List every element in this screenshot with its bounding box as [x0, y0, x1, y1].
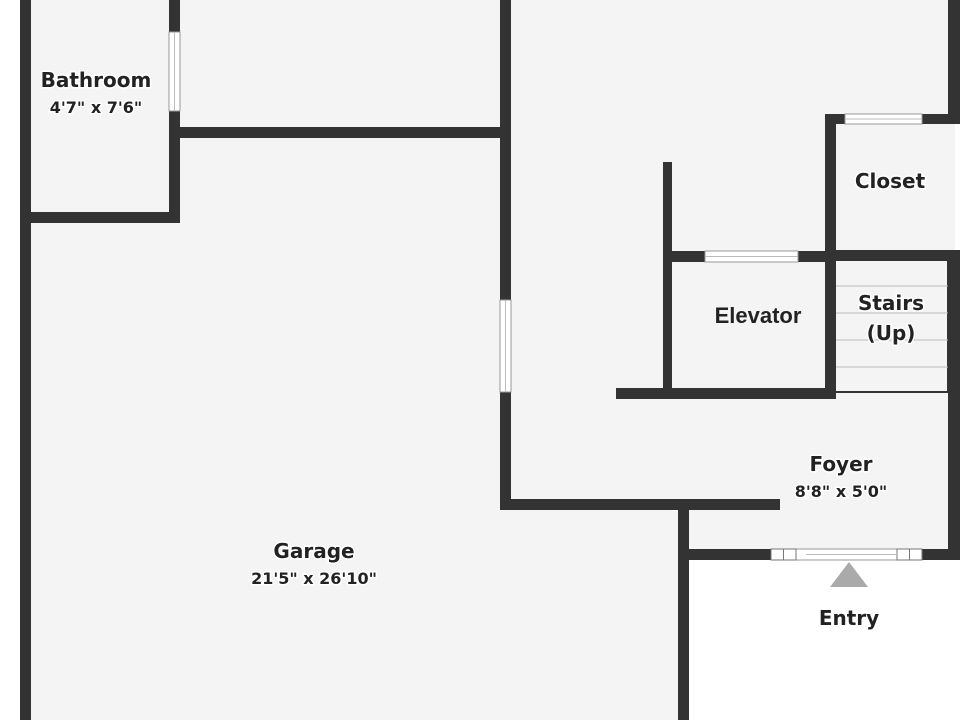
floor-entry-outside: [685, 553, 960, 720]
entry-name: Entry: [819, 606, 879, 630]
room-labels: Bathroom 4'7" x 7'6" Closet Elevator Sta…: [39, 67, 927, 632]
entry-door: [770, 548, 923, 561]
window-closet: [844, 113, 923, 125]
foyer-dims: 8'8" x 5'0": [795, 482, 887, 501]
window-bathroom: [168, 31, 181, 112]
garage-name: Garage: [273, 539, 354, 563]
walls: [20, 0, 960, 720]
wall-foyer-bottom: [500, 499, 780, 510]
wall-entry-left: [678, 499, 689, 720]
triangle-up-icon: [830, 562, 868, 587]
wall-garage-right-lower: [500, 392, 511, 510]
wall-elevator-left: [663, 162, 672, 399]
wall-garage-top: [169, 127, 511, 138]
wall-closet-bottom: [825, 250, 960, 261]
stairs: [836, 260, 950, 393]
floors: [20, 0, 960, 720]
floor-left: [20, 0, 685, 720]
wall-outer-right: [948, 0, 960, 120]
elevator-door: [704, 250, 799, 263]
wall-closet-top-right: [922, 114, 960, 124]
wall-elevator-bottom: [616, 388, 836, 399]
window-garage: [499, 299, 512, 393]
stairs-name: Stairs: [858, 291, 924, 315]
garage-dims: 21'5" x 26'10": [251, 569, 377, 588]
closet-name: Closet: [855, 169, 926, 193]
wall-entry-top-right: [922, 549, 960, 560]
wall-bathroom-bottom: [20, 212, 180, 223]
bathroom-name: Bathroom: [41, 68, 152, 92]
wall-garage-right-upper: [500, 0, 511, 300]
wall-outer-right-lower: [948, 250, 960, 560]
foyer-name: Foyer: [809, 452, 872, 476]
windows: [168, 31, 923, 561]
stairs-direction: (Up): [867, 321, 916, 345]
wall-closet-top-left: [825, 114, 845, 124]
bathroom-dims: 4'7" x 7'6": [50, 98, 142, 117]
floor-right: [685, 0, 955, 553]
wall-entry-top-left: [678, 549, 771, 560]
wall-bathroom-right-lower: [169, 111, 180, 223]
wall-outer-left: [20, 0, 31, 720]
wall-elevator-top-right: [798, 251, 836, 262]
elevator-name: Elevator: [715, 303, 802, 328]
wall-bathroom-right-upper: [169, 0, 180, 32]
wall-elevator-top-left: [663, 251, 705, 262]
